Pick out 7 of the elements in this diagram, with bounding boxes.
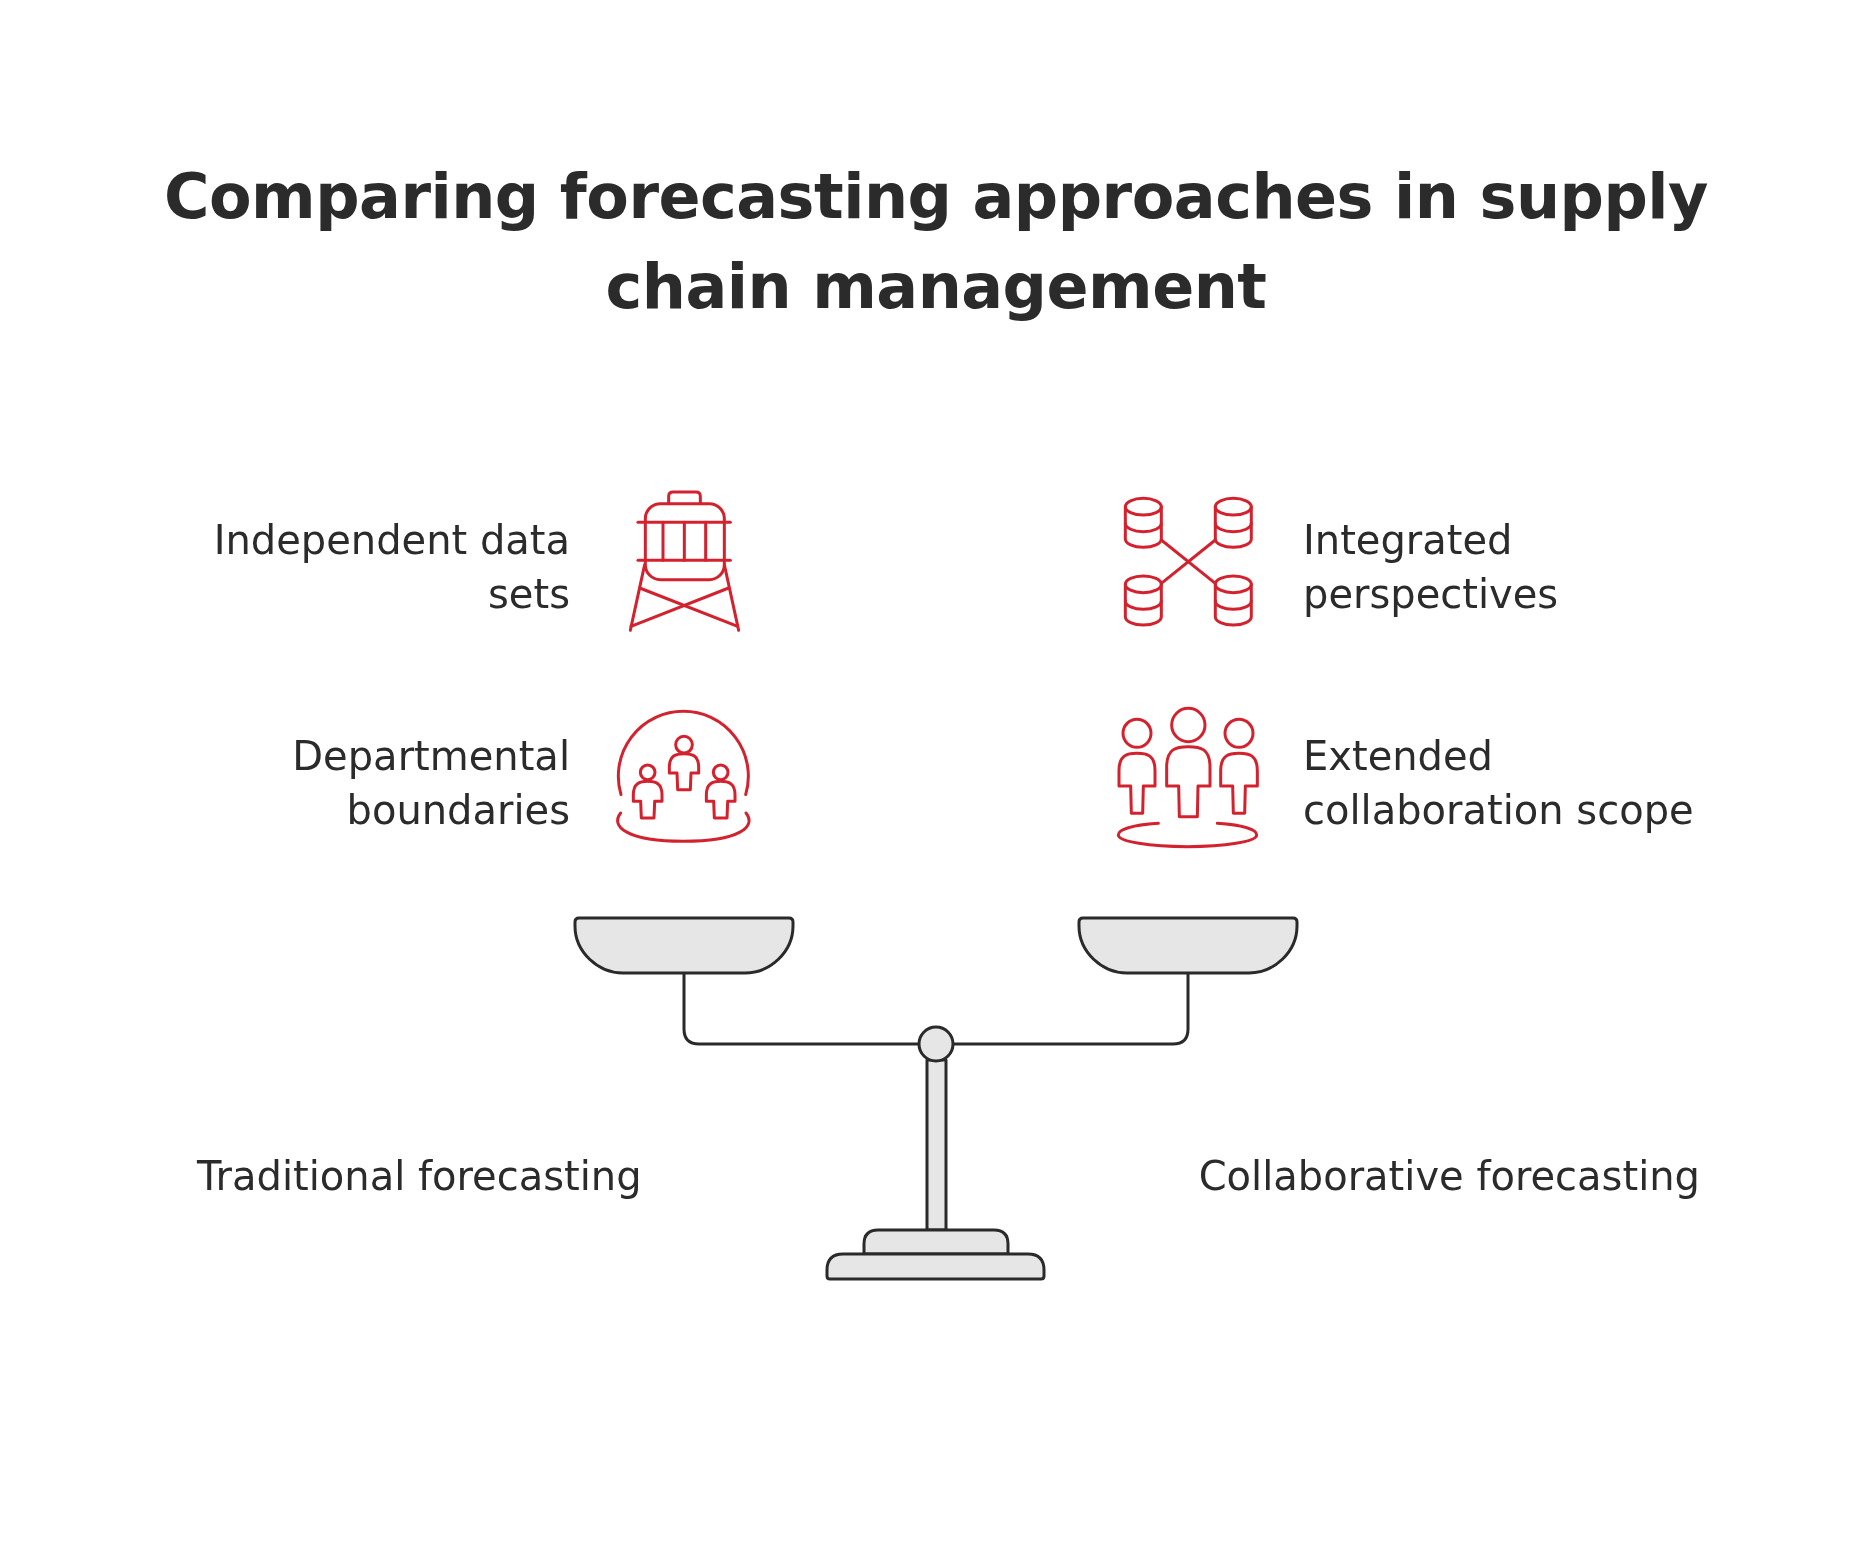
feature-label: Independent data sets — [212, 516, 570, 619]
feature-label: Integrated perspectives — [1303, 516, 1560, 619]
feature-label: Departmental boundaries — [291, 732, 570, 835]
diagram-title: Comparing forecasting approaches in supply chain management — [163, 159, 1709, 325]
feature-label: Extended collaboration scope — [1303, 732, 1695, 835]
approach-label: Traditional forecasting — [197, 1152, 642, 1201]
approach-label: Collaborative forecasting — [1198, 1152, 1700, 1201]
